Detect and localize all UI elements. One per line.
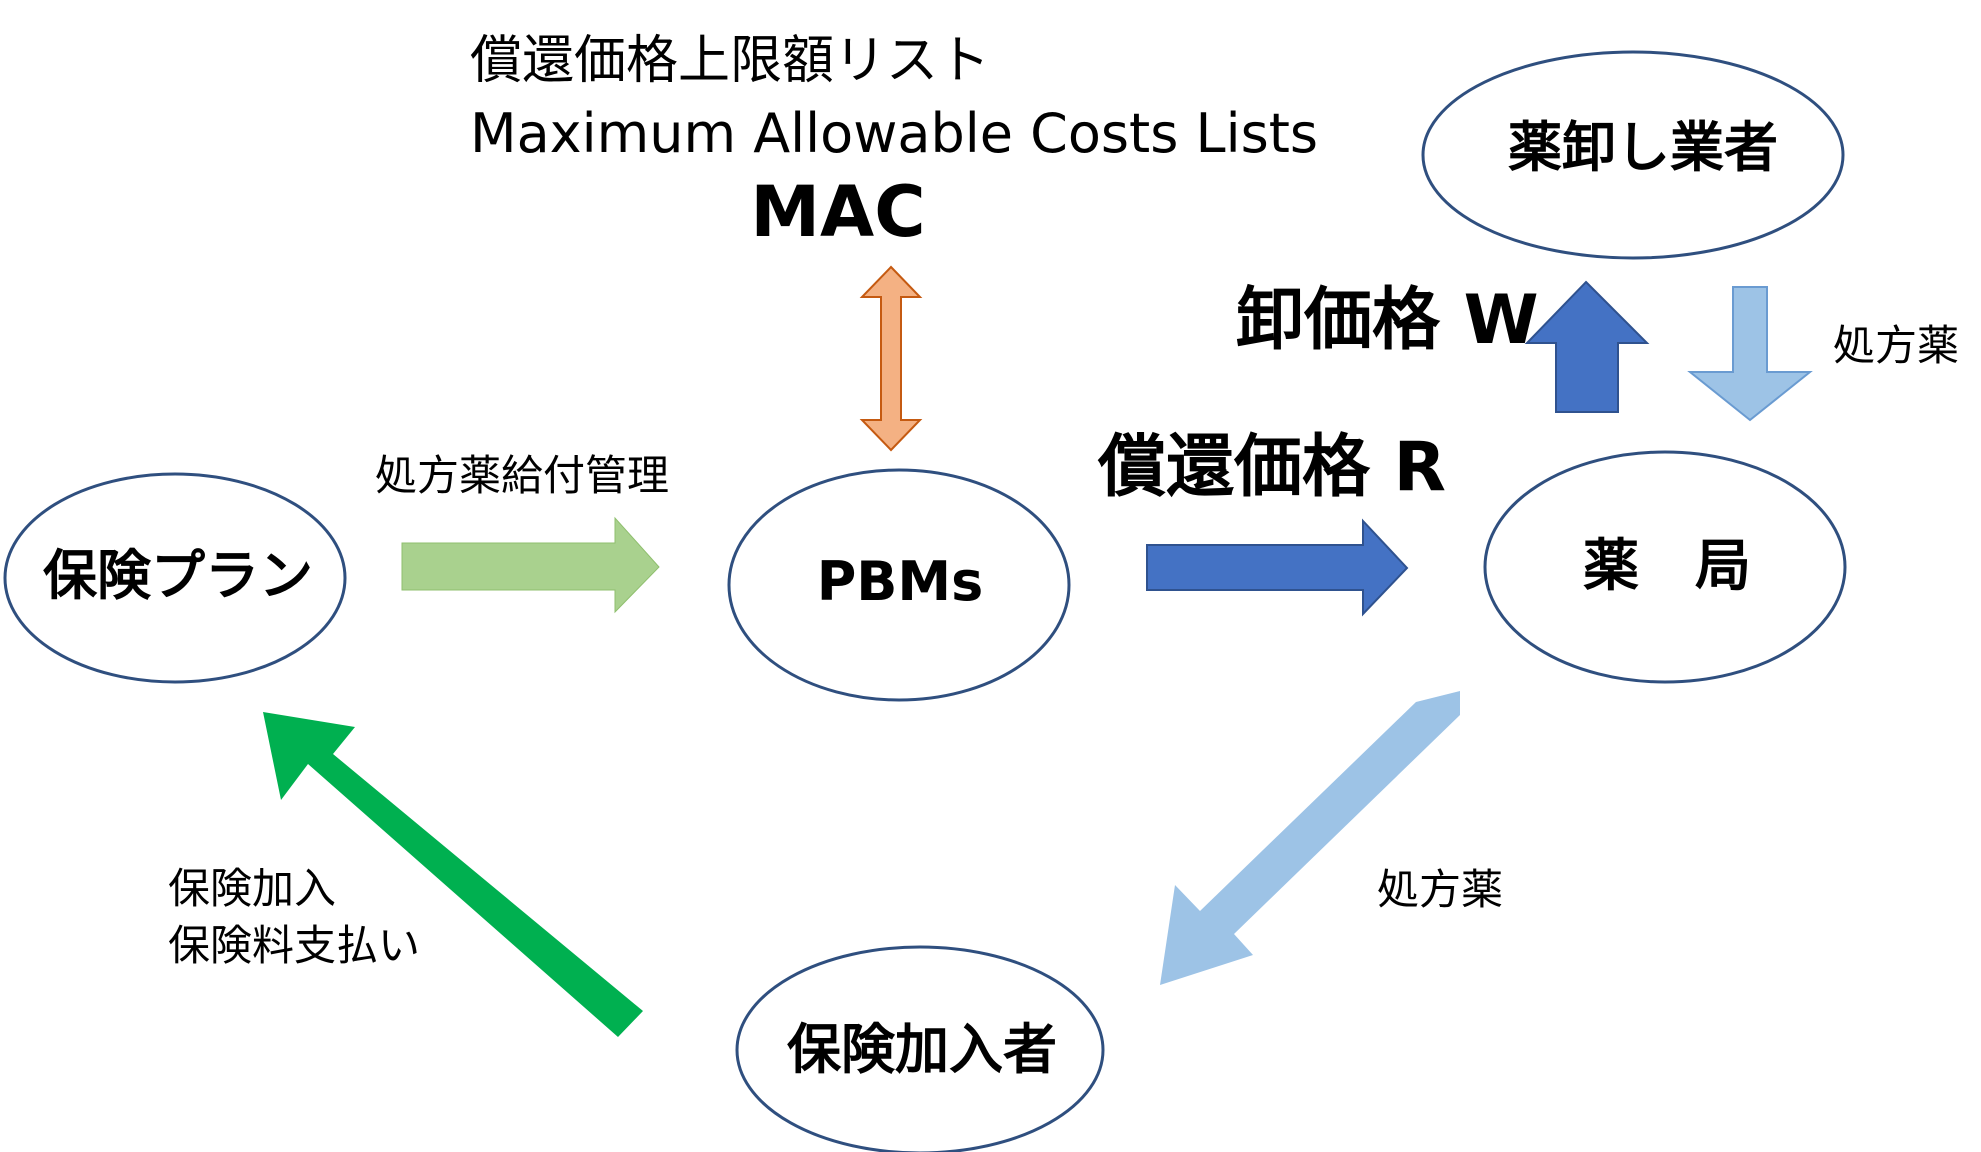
pharmacy-to-enrollee-arrow — [1160, 691, 1460, 985]
rx-down-arrow — [1687, 286, 1813, 422]
insurance-plan-node — [3, 472, 347, 684]
wholesale-price-label: 卸価格 W — [1236, 281, 1539, 360]
mac-double-arrow — [859, 265, 923, 452]
pbms-node — [727, 468, 1071, 702]
enrollee-to-insurance-arrow — [263, 712, 643, 1037]
enrollee-label: 保険加入者 — [787, 1018, 1057, 1081]
insurance-to-pbms-arrow — [401, 516, 660, 614]
enrollment-label: 保険加入 — [168, 864, 336, 913]
enrollee-node — [735, 945, 1105, 1152]
pbms-to-pharmacy-arrow — [1146, 518, 1409, 617]
pharmacy-node — [1483, 450, 1847, 684]
pbms-label: PBMs — [817, 550, 984, 613]
rx-to-enrollee-label: 処方薬 — [1377, 865, 1503, 914]
insurance-plan-label: 保険プラン — [43, 544, 313, 607]
rx-to-pharmacy-label: 処方薬 — [1833, 321, 1959, 370]
premium-payment-label: 保険料支払い — [168, 921, 420, 970]
reimbursement-price-label: 償還価格 R — [1097, 428, 1446, 507]
wholesale-price-up-arrow — [1524, 280, 1650, 413]
benefit-management-label: 処方薬給付管理 — [375, 451, 669, 500]
wholesaler-label: 薬卸し業者 — [1508, 116, 1778, 179]
wholesaler-node — [1421, 50, 1845, 260]
mac-english-title: Maximum Allowable Costs Lists — [470, 102, 1318, 165]
pharmacy-label: 薬 局 — [1583, 534, 1751, 599]
mac-japanese-title: 償還価格上限額リスト — [470, 31, 990, 91]
mac-abbreviation: MAC — [750, 171, 925, 253]
